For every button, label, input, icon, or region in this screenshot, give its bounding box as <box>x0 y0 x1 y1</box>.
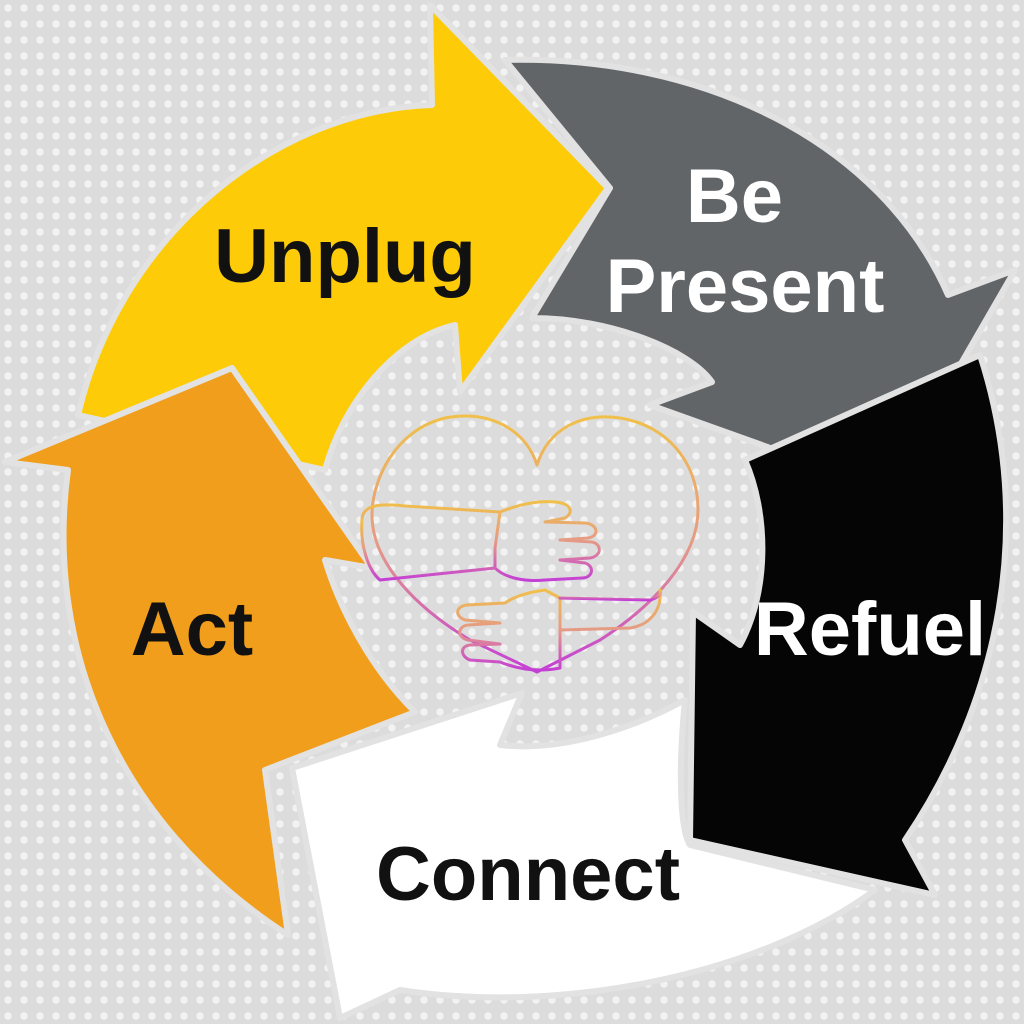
step-label-be-present-line-2: Present <box>606 244 885 329</box>
step-label-be-present: Be Present <box>606 154 885 329</box>
step-label-act: Act <box>131 587 253 672</box>
arrow-connect <box>289 690 878 1021</box>
step-act: Act <box>2 365 418 938</box>
step-refuel: Refuel <box>687 352 1010 898</box>
arrow-unplug <box>75 2 611 473</box>
lower-arm <box>456 588 662 672</box>
arrow-act <box>2 365 418 938</box>
step-label-refuel: Refuel <box>754 587 986 672</box>
arrow-refuel <box>687 352 1010 898</box>
lower-arm-sleeve <box>558 588 662 602</box>
step-connect: Connect <box>289 690 878 1021</box>
step-label-unplug-line-1: Unplug <box>214 214 476 299</box>
step-label-connect-line-1: Connect <box>376 832 680 917</box>
upper-arm <box>360 500 601 582</box>
step-label-connect: Connect <box>376 832 680 917</box>
upper-arm-sleeve <box>360 518 497 582</box>
step-label-unplug: Unplug <box>214 214 476 299</box>
heart-outline <box>370 414 700 674</box>
heart-hug-icon <box>360 414 700 674</box>
step-label-be-present-line-1: Be <box>686 154 783 239</box>
arrow-be-present <box>502 56 1018 493</box>
step-label-refuel-line-1: Refuel <box>754 587 986 672</box>
step-be-present: Be Present <box>502 56 1018 493</box>
step-unplug: Unplug <box>75 2 611 473</box>
step-label-act-line-1: Act <box>131 587 253 672</box>
